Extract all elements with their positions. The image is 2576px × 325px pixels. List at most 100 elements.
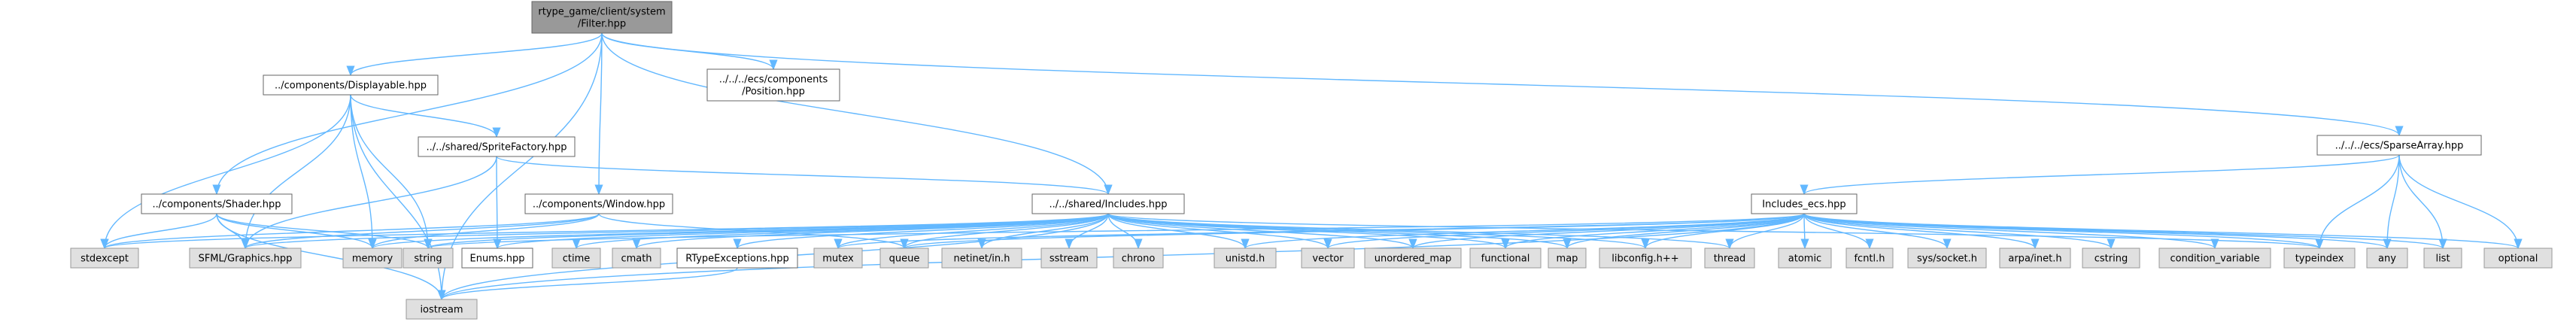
edge-displayable-to-sprite_factory: [350, 94, 501, 138]
edge-includes-to-unordered_map: [1107, 213, 1417, 250]
edge-sparse_array-to-list: [2398, 154, 2447, 250]
node-box: [2366, 248, 2408, 269]
edge-includes_ecs-to-sys_socket: [1803, 213, 1952, 250]
node-box: [1778, 248, 1832, 269]
node-label: rtype_game/client/system: [538, 7, 665, 18]
node-includes-ecs[interactable]: Includes_ecs.hpp: [1751, 193, 1858, 214]
node-box: [1301, 248, 1355, 269]
node-unistd: unistd.h: [1214, 248, 1277, 269]
node-stdexcept: stdexcept: [70, 248, 139, 269]
node-box: [879, 248, 929, 269]
edge-sparse_array-to-any: [2383, 154, 2400, 250]
edge-includes-to-rtype_exceptions: [733, 213, 1109, 250]
node-label: unistd.h: [1226, 254, 1265, 265]
edge-includes_ecs-to-libconfig: [1641, 213, 1805, 250]
node-any: any: [2366, 248, 2408, 269]
edge-includes-to-vector: [1107, 213, 1332, 250]
edge-window-to-memory: [368, 213, 600, 250]
node-functional: functional: [1469, 248, 1542, 269]
node-label: /Filter.hpp: [578, 19, 626, 30]
node-box: [813, 248, 863, 269]
node-label: sys/socket.h: [1917, 254, 1977, 265]
edge-displayable-to-memory: [350, 94, 377, 250]
node-box: [612, 248, 661, 269]
node-chrono: chrono: [1113, 248, 1164, 269]
node-box: [342, 248, 402, 269]
edge-includes_ecs-to-map: [1563, 213, 1805, 250]
node-box: [1845, 248, 1894, 269]
node-unordered-map: unordered_map: [1364, 248, 1462, 269]
edge-includes_ecs-to-atomic: [1800, 213, 1809, 250]
node-shader[interactable]: ../components/Shader.hpp: [141, 193, 293, 214]
edge-includes-to-netinet_in: [977, 213, 1109, 250]
node-label: Includes_ecs.hpp: [1762, 199, 1845, 211]
node-box: [1548, 248, 1587, 269]
node-arpa-inet: arpa/inet.h: [1999, 248, 2071, 269]
node-box: [141, 193, 293, 214]
node-label: sstream: [1050, 254, 1089, 265]
node-label: ../components/Window.hpp: [533, 199, 665, 211]
node-enums[interactable]: Enums.hpp: [461, 248, 533, 269]
node-label: ../../../ecs/SparseArray.hpp: [2335, 141, 2464, 152]
edge-sprite_factory-to-sfml_graphics: [241, 156, 497, 250]
node-label: optional: [2499, 254, 2538, 265]
edge-filter-to-sparse_array: [601, 32, 2404, 137]
edge-includes-to-thread: [1107, 213, 1734, 250]
node-mutex: mutex: [813, 248, 863, 269]
node-box: [1364, 248, 1462, 269]
node-box: [941, 248, 1022, 269]
edge-displayable-to-stdexcept: [100, 94, 351, 250]
node-box: [418, 136, 576, 157]
node-thread: thread: [1704, 248, 1755, 269]
node-label: chrono: [1122, 254, 1156, 265]
node-label: cstring: [2095, 254, 2128, 265]
node-label: any: [2378, 254, 2396, 265]
node-box: [1031, 193, 1185, 214]
edge-shader-to-memory: [216, 213, 377, 250]
node-memory: memory: [342, 248, 402, 269]
node-label: ../../shared/SpriteFactory.hpp: [426, 142, 567, 153]
node-label: ctime: [563, 254, 591, 265]
node-condition-variable: condition_variable: [2158, 248, 2271, 269]
node-label: libconfig.h++: [1612, 254, 1678, 265]
node-box: [524, 193, 673, 214]
node-atomic: atomic: [1778, 248, 1832, 269]
edge-window-to-stdexcept: [100, 213, 600, 250]
node-displayable[interactable]: ../components/Displayable.hpp: [263, 74, 439, 96]
node-ctime: ctime: [551, 248, 601, 269]
node-label: thread: [1714, 254, 1746, 265]
node-label: typeindex: [2295, 254, 2344, 265]
node-label: cmath: [621, 254, 652, 265]
node-sstream: sstream: [1040, 248, 1098, 269]
node-sparse-array[interactable]: ../../../ecs/SparseArray.hpp: [2316, 135, 2482, 156]
edge-includes-to-mutex: [834, 213, 1109, 250]
node-rtype-exceptions[interactable]: RTypeExceptions.hpp: [676, 248, 798, 269]
node-label: ../../shared/Includes.hpp: [1050, 199, 1168, 211]
node-position[interactable]: ../../../ecs/components/Position.hpp: [706, 68, 840, 102]
node-string: string: [402, 248, 454, 269]
node-includes[interactable]: ../../shared/Includes.hpp: [1031, 193, 1185, 214]
edge-filter-to-displayable: [346, 32, 603, 77]
node-label: functional: [1481, 254, 1530, 265]
node-label: queue: [889, 254, 920, 265]
node-label: map: [1557, 254, 1578, 265]
edge-filter-to-includes: [601, 32, 1113, 196]
node-label: memory: [352, 254, 393, 265]
edge-sparse_array-to-optional: [2398, 154, 2523, 250]
node-filter[interactable]: rtype_game/client/system/Filter.hpp: [531, 1, 673, 34]
edge-displayable-to-string: [350, 94, 433, 250]
edge-shader-to-string: [216, 213, 433, 250]
node-box: [706, 68, 840, 102]
node-box: [2283, 248, 2356, 269]
node-label: list: [2435, 254, 2450, 265]
edge-includes_ecs-to-fcntl: [1803, 213, 1874, 250]
node-label: iostream: [420, 305, 463, 316]
node-box: [263, 74, 439, 96]
node-box: [1113, 248, 1164, 269]
node-sprite-factory[interactable]: ../../shared/SpriteFactory.hpp: [418, 136, 576, 157]
node-box: [2423, 248, 2462, 269]
node-box: [1040, 248, 1098, 269]
node-label: unordered_map: [1375, 254, 1452, 265]
node-label: ../components/Displayable.hpp: [275, 80, 427, 92]
node-window[interactable]: ../components/Window.hpp: [524, 193, 673, 214]
